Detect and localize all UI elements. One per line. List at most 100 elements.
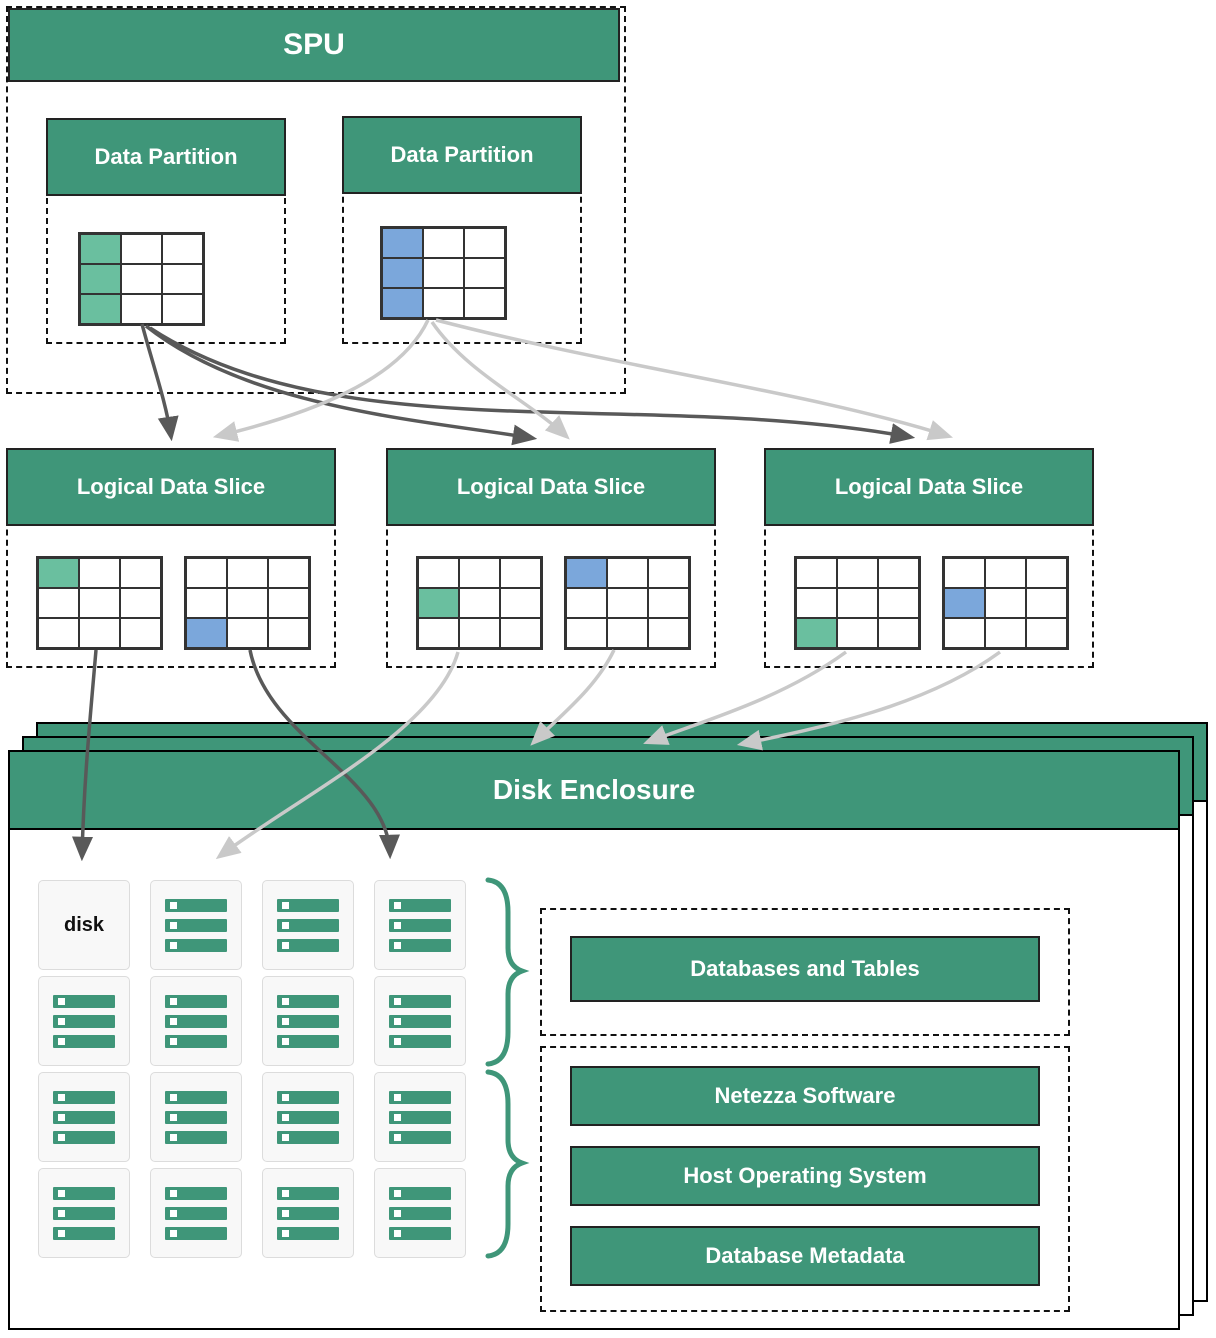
disk-card bbox=[262, 880, 354, 970]
data-partition-2-header: Data Partition bbox=[342, 116, 582, 194]
grid-cell bbox=[837, 558, 878, 588]
grid-cell bbox=[121, 294, 162, 324]
slice-2-grid-b bbox=[564, 556, 691, 650]
database-metadata-label: Database Metadata bbox=[705, 1243, 905, 1268]
disk-icon bbox=[277, 1186, 339, 1240]
disk-card bbox=[262, 1168, 354, 1258]
grid-cell bbox=[878, 588, 919, 618]
grid-cell bbox=[648, 588, 689, 618]
grid-cell bbox=[464, 228, 505, 258]
disk-card bbox=[38, 1168, 130, 1258]
data-partition-1-title: Data Partition bbox=[94, 144, 238, 169]
grid-cell bbox=[796, 558, 837, 588]
disk-enclosure-title: Disk Enclosure bbox=[492, 774, 696, 805]
grid-cell bbox=[121, 264, 162, 294]
slice-2-grid-a bbox=[416, 556, 543, 650]
grid-cell bbox=[944, 558, 985, 588]
disk-icon bbox=[165, 898, 227, 952]
grid-cell bbox=[459, 588, 500, 618]
disk-card bbox=[262, 1072, 354, 1162]
disk-icon bbox=[389, 1186, 451, 1240]
spu-container: SPU Data Partition Data Partition bbox=[6, 6, 626, 394]
grid-cell bbox=[796, 618, 837, 648]
slice-3-grid-b bbox=[942, 556, 1069, 650]
storage-group-box: Databases and Tables bbox=[540, 908, 1070, 1036]
data-partition-1-header: Data Partition bbox=[46, 118, 286, 196]
grid-cell bbox=[162, 234, 203, 264]
logical-data-slice-2: Logical Data Slice bbox=[386, 448, 716, 668]
disk-enclosure: Disk Enclosure disk Databa bbox=[8, 750, 1180, 1330]
slice-1-grid-b bbox=[184, 556, 311, 650]
grid-cell bbox=[186, 588, 227, 618]
grid-cell bbox=[985, 618, 1026, 648]
grid-cell bbox=[418, 558, 459, 588]
data-partition-2-grid bbox=[380, 226, 507, 320]
spu-header: SPU bbox=[8, 8, 620, 82]
disk-card bbox=[150, 1072, 242, 1162]
grid-cell bbox=[566, 588, 607, 618]
spu-title: SPU bbox=[283, 28, 345, 61]
databases-and-tables-label: Databases and Tables bbox=[690, 956, 920, 981]
grid-cell bbox=[382, 288, 423, 318]
grid-cell bbox=[227, 588, 268, 618]
disk-icon bbox=[165, 1186, 227, 1240]
grid-cell bbox=[1026, 558, 1067, 588]
host-operating-system-box: Host Operating System bbox=[570, 1146, 1040, 1206]
grid-cell bbox=[837, 618, 878, 648]
grid-cell bbox=[566, 558, 607, 588]
grid-cell bbox=[38, 558, 79, 588]
grid-cell bbox=[79, 588, 120, 618]
data-partition-2-title: Data Partition bbox=[390, 142, 534, 167]
disk-icon bbox=[165, 1090, 227, 1144]
slice-3-grid-a bbox=[794, 556, 921, 650]
grid-cell bbox=[607, 558, 648, 588]
disk-card bbox=[374, 1072, 466, 1162]
grid-cell bbox=[944, 588, 985, 618]
databases-and-tables-box: Databases and Tables bbox=[570, 936, 1040, 1002]
grid-cell bbox=[268, 618, 309, 648]
grid-cell bbox=[162, 294, 203, 324]
grid-cell bbox=[607, 588, 648, 618]
grid-cell bbox=[985, 558, 1026, 588]
grid-cell bbox=[500, 558, 541, 588]
grid-cell bbox=[186, 618, 227, 648]
disk-icon bbox=[53, 1090, 115, 1144]
disk-icon bbox=[165, 994, 227, 1048]
disk-icon bbox=[389, 994, 451, 1048]
logical-data-slice-3-header: Logical Data Slice bbox=[764, 448, 1094, 526]
grid-cell bbox=[648, 618, 689, 648]
host-operating-system-label: Host Operating System bbox=[683, 1163, 927, 1188]
disk-card bbox=[374, 880, 466, 970]
disk-icon bbox=[53, 994, 115, 1048]
netezza-software-box: Netezza Software bbox=[570, 1066, 1040, 1126]
grid-cell bbox=[878, 618, 919, 648]
logical-data-slice-2-title: Logical Data Slice bbox=[456, 474, 646, 499]
grid-cell bbox=[268, 558, 309, 588]
grid-cell bbox=[80, 234, 121, 264]
grid-cell bbox=[944, 618, 985, 648]
grid-cell bbox=[80, 264, 121, 294]
grid-cell bbox=[120, 588, 161, 618]
disk-icon bbox=[277, 898, 339, 952]
grid-cell bbox=[120, 618, 161, 648]
grid-cell bbox=[423, 228, 464, 258]
grid-cell bbox=[227, 558, 268, 588]
grid-cell bbox=[186, 558, 227, 588]
grid-cell bbox=[79, 618, 120, 648]
data-partition-1: Data Partition bbox=[46, 118, 286, 344]
disk-card bbox=[262, 976, 354, 1066]
grid-cell bbox=[423, 288, 464, 318]
disk-card bbox=[150, 976, 242, 1066]
disk-icon bbox=[277, 1090, 339, 1144]
grid-cell bbox=[80, 294, 121, 324]
grid-cell bbox=[38, 618, 79, 648]
disk-icon bbox=[277, 994, 339, 1048]
disk-card bbox=[38, 1072, 130, 1162]
grid-cell bbox=[1026, 588, 1067, 618]
grid-cell bbox=[418, 588, 459, 618]
grid-cell bbox=[878, 558, 919, 588]
grid-cell bbox=[120, 558, 161, 588]
grid-cell bbox=[121, 234, 162, 264]
netezza-software-label: Netezza Software bbox=[714, 1083, 896, 1108]
